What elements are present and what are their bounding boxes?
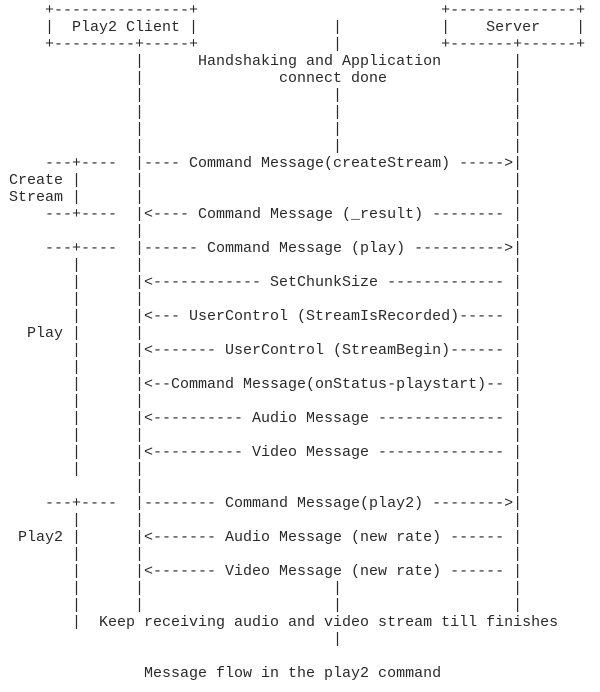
lifeline-row: | | |: [0, 257, 523, 274]
footer-note: | Keep receiving audio and video stream …: [0, 614, 559, 631]
participant-box-bottom: +---------+-----+ | +-------+------+: [0, 36, 586, 53]
lifeline-row: | |: [0, 478, 523, 495]
handshake-note-line-1: | Handshaking and Application |: [0, 53, 523, 70]
lifeline-row: | | |: [0, 87, 523, 104]
lifeline-row: | | |: [0, 546, 523, 563]
message-video-new-rate: | |<------- Video Message (new rate) ---…: [0, 563, 523, 580]
diagram-caption: Message flow in the play2 command: [0, 665, 442, 682]
lifeline-row: | | |: [0, 104, 523, 121]
lifeline-row: | | | |: [0, 580, 523, 597]
message-stream-begin: | |<------- UserControl (StreamBegin)---…: [0, 342, 523, 359]
phase-label-stream: Stream | | |: [0, 189, 523, 206]
client-box-top: +---------------+ +--------------+: [0, 2, 586, 19]
message-audio: | |<---------- Audio Message -----------…: [0, 410, 523, 427]
lifeline-row: |: [0, 631, 343, 648]
message-play2: ---+---- |-------- Command Message(play2…: [0, 495, 523, 512]
phase-label-create: Create | | |: [0, 172, 523, 189]
message-set-chunk-size: | |<------------ SetChunkSize ----------…: [0, 274, 523, 291]
phase-label-play: Play | | |: [0, 325, 523, 342]
spacer-row: [0, 648, 585, 665]
message-flow-diagram: +---------------+ +--------------+ | Pla…: [0, 2, 585, 682]
lifeline-row: | | |: [0, 121, 523, 138]
message-onstatus-playstart: | |<--Command Message(onStatus-playstart…: [0, 376, 523, 393]
lifeline-row: | | | |: [0, 597, 523, 614]
message-result: ---+---- |<---- Command Message (_result…: [0, 206, 523, 223]
lifeline-row: | | |: [0, 359, 523, 376]
lifeline-row: | | |: [0, 512, 523, 529]
lifeline-row: | | |: [0, 138, 523, 155]
lifeline-row: | | |: [0, 393, 523, 410]
message-create-stream: ---+---- |---- Command Message(createStr…: [0, 155, 523, 172]
handshake-note-line-2: | connect done |: [0, 70, 523, 87]
participant-header-row: | Play2 Client | | | Server |: [0, 19, 586, 36]
message-play: ---+---- |------ Command Message (play) …: [0, 240, 523, 257]
lifeline-row: | |: [0, 223, 523, 240]
message-audio-new-rate: Play2 | |<------- Audio Message (new rat…: [0, 529, 523, 546]
message-stream-is-recorded: | |<--- UserControl (StreamIsRecorded)--…: [0, 308, 523, 325]
lifeline-row: | | |: [0, 291, 523, 308]
lifeline-row: | | |: [0, 461, 523, 478]
lifeline-row: | | |: [0, 427, 523, 444]
message-video: | |<---------- Video Message -----------…: [0, 444, 523, 461]
